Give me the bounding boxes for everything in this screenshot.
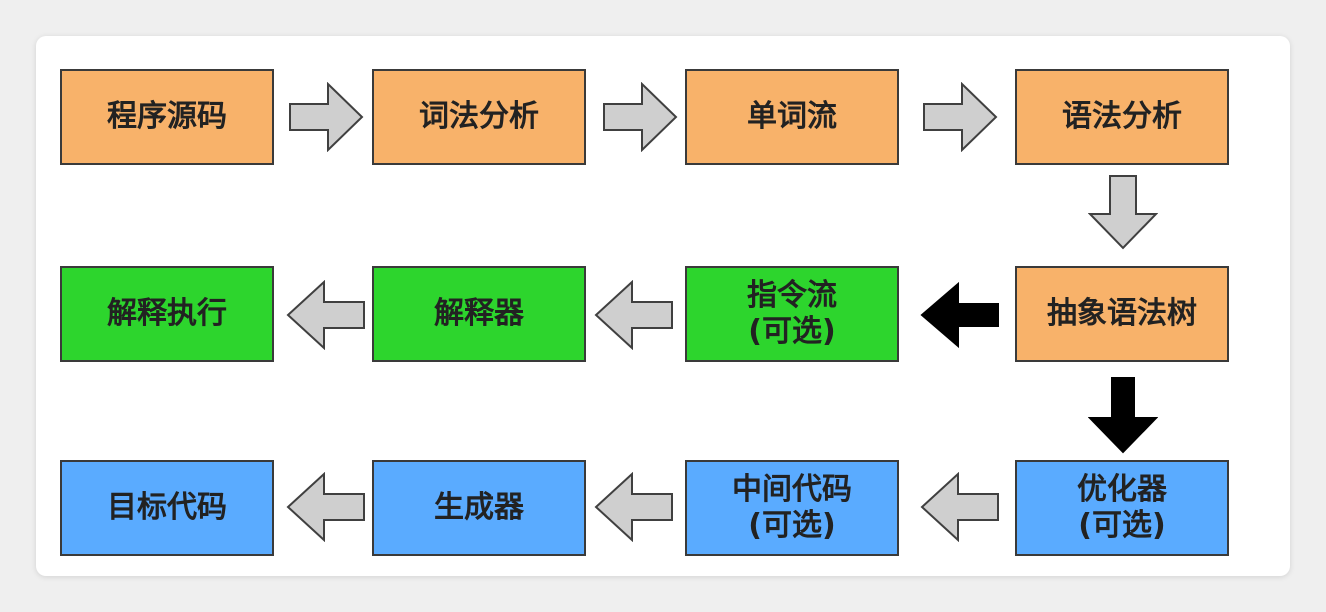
arrow-right-icon — [922, 82, 998, 152]
box-interpret-execute: 解释执行 — [60, 266, 274, 362]
box-abstract-syntax-tree-label: 抽象语法树 — [1047, 296, 1197, 331]
box-source-code-label: 程序源码 — [107, 99, 227, 134]
arrow-down-icon — [1088, 174, 1158, 250]
box-token-stream: 单词流 — [685, 69, 899, 165]
box-instruction-stream-label: 指令流 — [747, 278, 837, 313]
box-interpret-execute-label: 解释执行 — [107, 296, 227, 331]
arrow-down-bold-icon — [1088, 376, 1158, 454]
arrow-right-icon — [602, 82, 678, 152]
box-optimizer: 优化器 (可选) — [1015, 460, 1229, 556]
box-optimizer-label: 优化器 — [1077, 472, 1167, 507]
arrow-left-icon — [286, 472, 366, 542]
arrow-left-icon — [594, 280, 674, 350]
box-lexical-analysis-label: 词法分析 — [419, 99, 539, 134]
box-instruction-stream: 指令流 (可选) — [685, 266, 899, 362]
box-intermediate-code: 中间代码 (可选) — [685, 460, 899, 556]
box-abstract-syntax-tree: 抽象语法树 — [1015, 266, 1229, 362]
box-syntax-analysis-label: 语法分析 — [1062, 99, 1182, 134]
box-instruction-stream-optional: (可选) — [748, 314, 836, 349]
arrow-right-icon — [288, 82, 364, 152]
box-token-stream-label: 单词流 — [747, 99, 837, 134]
box-source-code: 程序源码 — [60, 69, 274, 165]
box-interpreter: 解释器 — [372, 266, 586, 362]
box-lexical-analysis: 词法分析 — [372, 69, 586, 165]
arrow-left-icon — [286, 280, 366, 350]
box-target-code-label: 目标代码 — [107, 490, 227, 525]
arrow-left-icon — [594, 472, 674, 542]
box-intermediate-code-label: 中间代码 — [732, 472, 852, 507]
box-syntax-analysis: 语法分析 — [1015, 69, 1229, 165]
box-target-code: 目标代码 — [60, 460, 274, 556]
box-interpreter-label: 解释器 — [434, 296, 524, 331]
box-generator-label: 生成器 — [434, 490, 524, 525]
box-intermediate-code-optional: (可选) — [748, 508, 836, 543]
arrow-left-bold-icon — [920, 280, 1000, 350]
box-generator: 生成器 — [372, 460, 586, 556]
box-optimizer-optional: (可选) — [1078, 508, 1166, 543]
arrow-left-icon — [920, 472, 1000, 542]
